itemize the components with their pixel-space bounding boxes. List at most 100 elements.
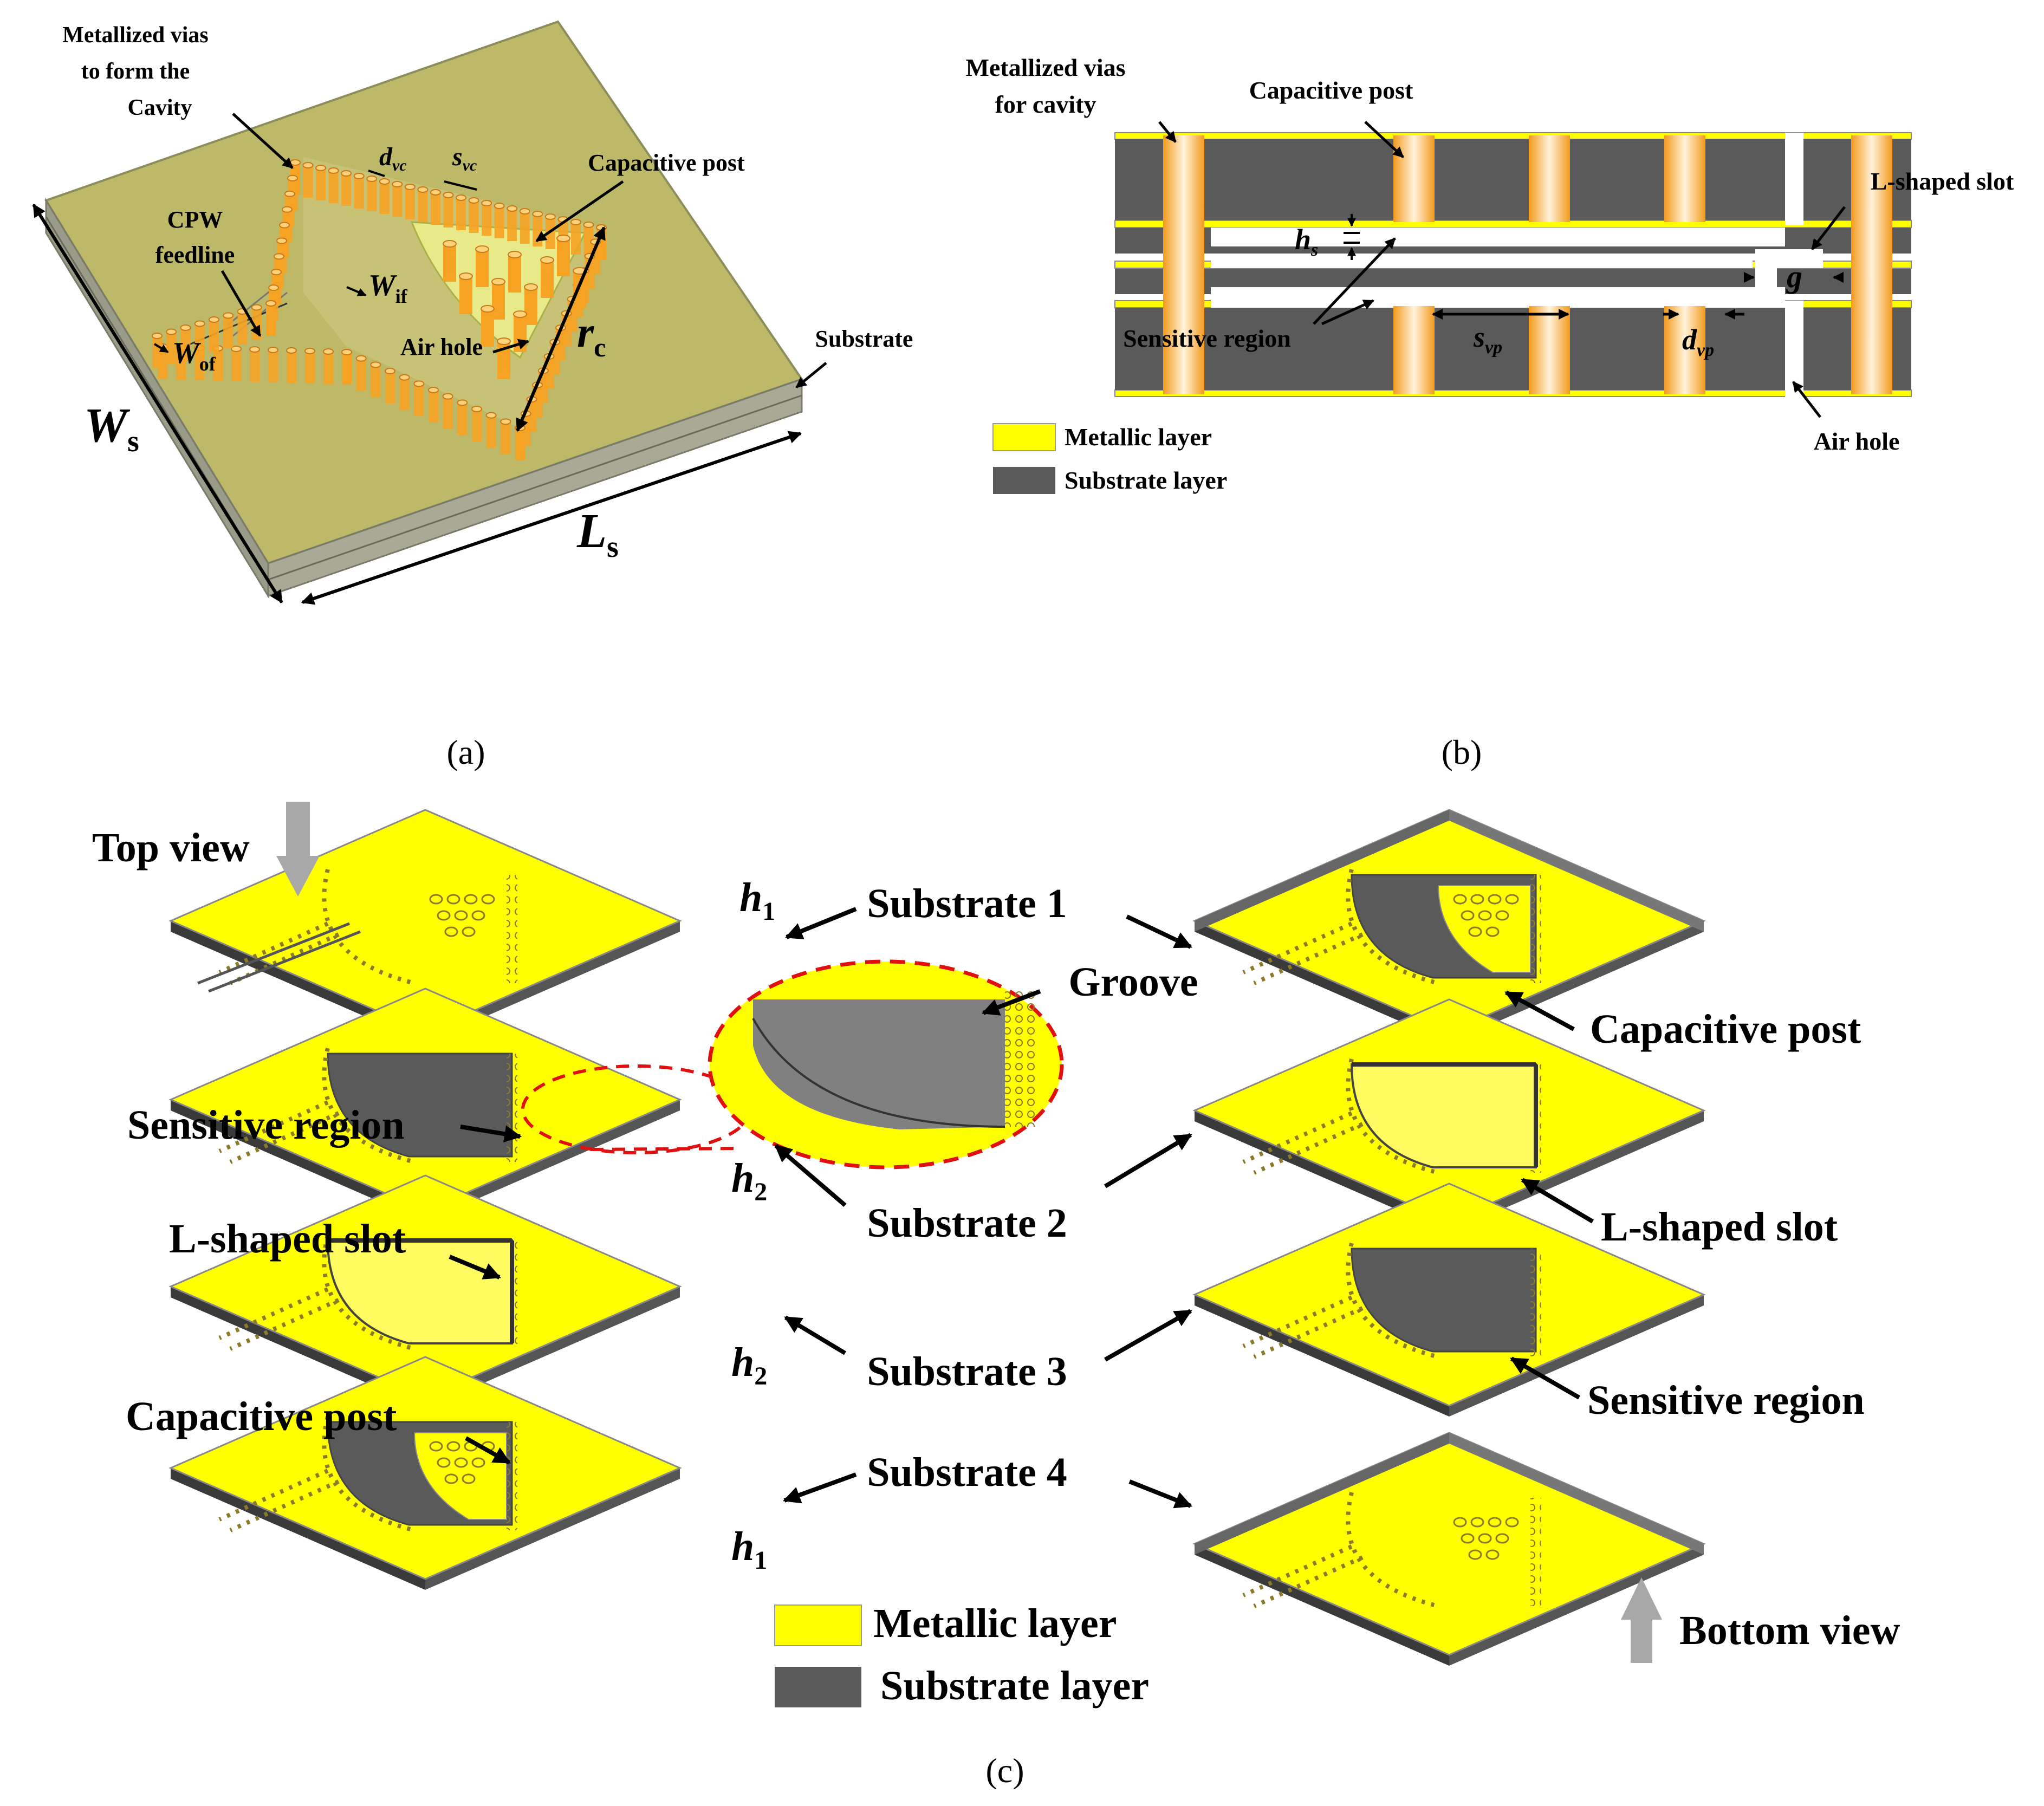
capacitive-post — [508, 251, 522, 293]
capacitive-post — [491, 278, 505, 320]
svg-text:Sensitive region: Sensitive region — [127, 1102, 405, 1148]
capacitive-post-via — [1393, 306, 1435, 394]
dim-r-c: rc — [516, 226, 606, 432]
svg-text:rc: rc — [577, 309, 606, 362]
label-l-slot-b: L-shaped slot — [1811, 167, 2014, 250]
capacitive-post — [540, 256, 554, 298]
label-sensitive-region-right: Sensitive region — [1510, 1356, 1865, 1423]
via — [481, 200, 492, 236]
via — [302, 162, 314, 198]
dim-d-vp: dvp — [1663, 309, 1744, 360]
via — [494, 203, 505, 238]
via — [209, 316, 219, 352]
svg-text:Air hole: Air hole — [400, 334, 483, 360]
label-sensitive-region-left: Sensitive region — [127, 1102, 522, 1148]
label-substrate-1: Substrate 1 — [867, 881, 1067, 926]
capacitive-post — [475, 245, 489, 287]
label-capacitive-post-right: Capacitive post — [1504, 990, 1861, 1052]
via — [341, 170, 352, 206]
via — [152, 333, 163, 368]
via — [468, 197, 479, 233]
via — [485, 412, 497, 448]
svg-text:dvp: dvp — [1682, 323, 1714, 360]
svg-text:Sensitive region: Sensitive region — [1587, 1378, 1865, 1423]
caption-a: (a) — [446, 733, 485, 771]
via — [385, 368, 395, 404]
label-h2-b: h2 — [731, 1340, 767, 1391]
groove-magnifier — [521, 959, 1064, 1170]
via — [223, 312, 234, 348]
label-capacitive-post-b: Capacitive post — [1249, 76, 1413, 158]
label-air-hole-a: Air hole — [400, 334, 529, 360]
via — [328, 167, 339, 203]
via — [231, 346, 242, 381]
right-substrate-1 — [1192, 809, 1706, 1043]
right-substrate-4 — [1192, 1432, 1706, 1666]
svg-text:Capacitive post: Capacitive post — [1590, 1006, 1861, 1052]
dim-w-if: Wif — [346, 269, 408, 307]
svg-text:Ws: Ws — [84, 399, 139, 458]
legend-b: Metallic layer Substrate layer — [992, 423, 1227, 494]
svg-text:svp: svp — [1473, 321, 1502, 358]
svg-text:to form the: to form the — [81, 59, 190, 84]
caption-c: (c) — [985, 1751, 1024, 1790]
via — [268, 347, 278, 382]
svg-text:L-shaped slot: L-shaped slot — [1871, 167, 2014, 195]
svg-text:Cavity: Cavity — [128, 95, 192, 120]
left-substrate-4 — [168, 1356, 682, 1590]
via — [249, 346, 260, 382]
svg-text:Bottom view: Bottom view — [1679, 1608, 1900, 1653]
via — [366, 176, 378, 211]
via — [355, 355, 367, 391]
label-substrate-2: Substrate 2 — [867, 1200, 1067, 1246]
svg-text:Wif: Wif — [368, 269, 408, 307]
capacitive-post — [459, 272, 473, 314]
via — [443, 192, 454, 228]
svg-text:Ls: Ls — [576, 504, 619, 564]
via — [457, 399, 468, 436]
via — [323, 348, 334, 384]
label-h1-top: h1 — [739, 875, 775, 926]
via — [379, 178, 390, 214]
via — [519, 208, 530, 244]
via — [404, 184, 416, 219]
right-substrate-2 — [1192, 998, 1706, 1232]
label-h2-a: h2 — [731, 1155, 767, 1206]
dim-s-vc: svc — [444, 142, 477, 191]
label-top-view: Top view — [92, 802, 320, 896]
svg-text:Air hole: Air hole — [1814, 427, 1900, 455]
capacitive-post — [556, 235, 570, 276]
capacitive-post — [443, 240, 457, 282]
svg-text:L-shaped slot: L-shaped slot — [169, 1216, 406, 1262]
via — [370, 361, 381, 398]
svg-text:Capacitive post: Capacitive post — [126, 1394, 397, 1439]
label-bottom-view: Bottom view — [1621, 1577, 1900, 1663]
svg-text:Sensitive region: Sensitive region — [1123, 324, 1291, 352]
capacitive-post-via — [1529, 306, 1570, 394]
capacitive-post-via — [1664, 306, 1705, 394]
via — [500, 418, 511, 454]
label-vias-b: Metallized vias for cavity — [965, 54, 1177, 143]
capacitive-post — [497, 337, 511, 379]
svg-text:Substrate layer: Substrate layer — [880, 1663, 1149, 1708]
svg-text:L-shaped slot: L-shaped slot — [1601, 1204, 1838, 1250]
label-air-hole-b: Air hole — [1792, 381, 1900, 455]
label-metallized-vias: Metallized vias to form the Cavity — [62, 23, 294, 169]
svg-text:Metallized vias: Metallized vias — [965, 54, 1125, 81]
svg-text:g: g — [1786, 259, 1802, 294]
via — [353, 173, 365, 209]
cavity-via — [1851, 135, 1892, 394]
legend-c: Metallic layer Substrate layer — [774, 1601, 1149, 1708]
via — [428, 387, 439, 423]
via — [471, 406, 482, 441]
via — [515, 425, 525, 460]
via — [442, 393, 453, 429]
dim-s-vp: svp — [1432, 309, 1569, 358]
label-groove: Groove — [1068, 959, 1198, 1005]
label-substrate-a: Substrate — [795, 326, 913, 388]
via — [417, 186, 429, 222]
via — [507, 205, 518, 241]
svg-text:Metallized vias: Metallized vias — [62, 23, 208, 48]
via — [315, 165, 327, 200]
